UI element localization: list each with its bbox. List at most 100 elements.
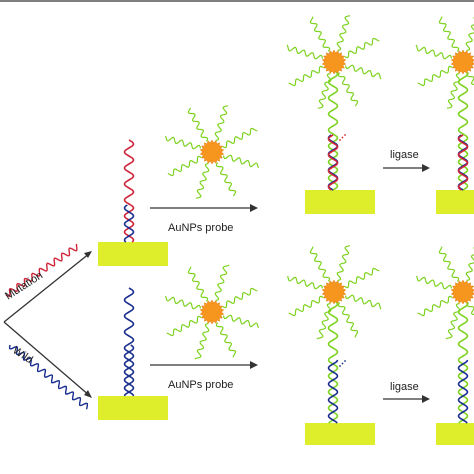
aunp-probe-top-right bbox=[415, 16, 474, 109]
probe-strand bbox=[465, 246, 474, 282]
probe-strand bbox=[446, 72, 461, 109]
split-arrow-up-head bbox=[84, 251, 92, 258]
helix-top-right-lower-a bbox=[457, 134, 469, 191]
nick-dot bbox=[339, 139, 341, 141]
mutation-label: Mutation bbox=[3, 269, 45, 302]
aunp-probe-top bbox=[165, 105, 259, 199]
gold-nanoparticle bbox=[199, 299, 225, 325]
helix-top-middle-lower-a bbox=[327, 134, 339, 191]
aunp-probe-bottom-right bbox=[416, 246, 474, 340]
substrate-top-middle bbox=[305, 190, 375, 214]
ligase-label-bottom: ligase bbox=[390, 381, 419, 393]
probe-strand bbox=[466, 302, 474, 316]
probe-strand bbox=[222, 154, 259, 169]
probe-arrow-bottom-head bbox=[250, 361, 258, 369]
probe-strand bbox=[417, 295, 453, 317]
probe-strand bbox=[337, 72, 359, 107]
probe-strand bbox=[465, 16, 474, 52]
helix-top-middle-mut bbox=[327, 134, 339, 191]
gold-nanoparticle bbox=[199, 139, 225, 165]
nick-dot bbox=[339, 365, 341, 367]
nick-dot bbox=[344, 360, 346, 362]
substrate-bottom-middle bbox=[305, 423, 375, 445]
probe-strand bbox=[317, 72, 332, 109]
probe-strand bbox=[194, 322, 210, 360]
probe-strand bbox=[215, 162, 237, 197]
probe-strand bbox=[287, 275, 324, 290]
probe-strand bbox=[416, 275, 453, 290]
probe-strand bbox=[344, 37, 380, 59]
probe-strand bbox=[344, 267, 380, 289]
probe-strand bbox=[438, 16, 460, 52]
gold-nanoparticle bbox=[321, 279, 347, 305]
probe-strand bbox=[214, 105, 229, 142]
helix-bottom-right-lower-b bbox=[457, 359, 469, 424]
gold-nanoparticle bbox=[450, 279, 474, 305]
helix-bottom-left-lower-b bbox=[123, 344, 135, 397]
probe-strand bbox=[288, 295, 324, 317]
probe-strand bbox=[336, 245, 351, 282]
substrate-top-left bbox=[98, 242, 168, 266]
probe-strand bbox=[165, 295, 202, 310]
substrate-bottom-left bbox=[98, 396, 168, 420]
probe-strand bbox=[215, 322, 237, 358]
gold-nanoparticle bbox=[450, 49, 474, 75]
aunp-probe-top-middle bbox=[286, 15, 382, 109]
helix-top-right-mut bbox=[457, 134, 469, 191]
probe-strand bbox=[438, 246, 460, 282]
helix-bottom-left-lower-a bbox=[123, 344, 135, 397]
aunp-probe-bottom bbox=[165, 264, 259, 360]
probe-strand bbox=[214, 264, 230, 302]
ligase-arrow-bottom-head bbox=[422, 395, 430, 403]
probe-arrow-top-head bbox=[250, 204, 258, 212]
aunp-probes bbox=[165, 15, 474, 360]
probe-strand bbox=[195, 162, 210, 199]
probe-strand bbox=[309, 246, 331, 282]
probe-strand bbox=[222, 314, 259, 329]
helix-bottom-middle-upper-a bbox=[327, 299, 339, 361]
probe-strand bbox=[466, 72, 474, 86]
probe-strand bbox=[445, 302, 461, 340]
probe-strand bbox=[288, 65, 324, 87]
nick-dot bbox=[344, 134, 346, 136]
probe-strand bbox=[417, 65, 453, 87]
probe-strand bbox=[337, 302, 359, 338]
probe-strand bbox=[316, 302, 332, 340]
probe-strand bbox=[336, 15, 351, 52]
helix-bottom-right-lower-a bbox=[457, 359, 469, 424]
probe-strand bbox=[222, 127, 258, 149]
probe-strand bbox=[309, 16, 331, 52]
wild-strand bbox=[8, 344, 89, 410]
gold-nanoparticle bbox=[321, 49, 347, 75]
helix-top-left-upper-a bbox=[123, 139, 135, 206]
probe-strand bbox=[167, 155, 202, 177]
ligase-label-top: ligase bbox=[390, 149, 419, 161]
probe-strand bbox=[165, 135, 202, 150]
dna-helices bbox=[123, 69, 469, 424]
aunp-probe-bottom-middle bbox=[287, 245, 382, 340]
split-arrow-down bbox=[3, 321, 91, 397]
substrate-top-right bbox=[436, 190, 474, 214]
split-arrow-down-head bbox=[84, 390, 92, 398]
probe-strand bbox=[344, 64, 382, 80]
aunps-probe-label-top: AuNPs probe bbox=[168, 222, 233, 234]
substrate-bottom-right bbox=[436, 423, 474, 445]
mutation-strand bbox=[5, 243, 78, 298]
split-arrow-up bbox=[3, 252, 91, 323]
probe-strand bbox=[222, 287, 258, 309]
helix-bottom-middle-lower-a bbox=[327, 359, 339, 424]
probe-strand bbox=[187, 107, 209, 142]
helix-top-left-lower-b bbox=[123, 204, 135, 243]
aunps-probe-label-bottom: AuNPs probe bbox=[168, 379, 233, 391]
probe-strand bbox=[344, 294, 382, 310]
nick-dot bbox=[341, 136, 344, 139]
probe-strand bbox=[187, 266, 209, 302]
nick-dot bbox=[341, 362, 344, 365]
helix-bottom-middle-lower-b bbox=[327, 359, 339, 424]
input-strands bbox=[5, 243, 89, 410]
helix-top-middle-upper-a bbox=[327, 69, 339, 136]
probe-strand bbox=[415, 44, 453, 60]
probe-strand bbox=[166, 315, 202, 337]
probe-strand bbox=[286, 44, 324, 60]
